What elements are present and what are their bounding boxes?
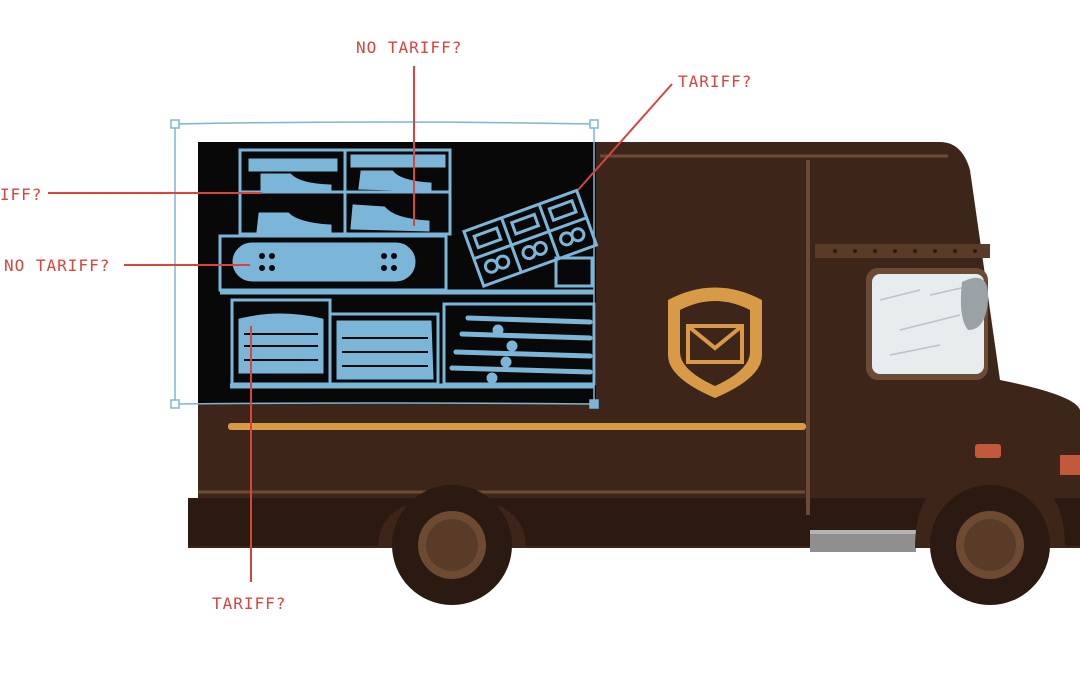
indicator-light bbox=[975, 444, 1001, 458]
rear-wheel bbox=[378, 485, 526, 605]
annotation-bottom: TARIFF? bbox=[212, 594, 287, 613]
sneaker-icon bbox=[256, 212, 332, 234]
skateboard-icon bbox=[453, 349, 593, 359]
envelope-shield-icon bbox=[668, 287, 762, 398]
sneaker-icon bbox=[350, 204, 430, 232]
wheels-box bbox=[461, 188, 599, 288]
front-wheel bbox=[915, 468, 1065, 605]
annotation-left-middle: NO TARIFF? bbox=[4, 256, 111, 275]
annotation-top-right: TARIFF? bbox=[678, 72, 753, 91]
gold-stripe bbox=[228, 423, 806, 430]
selection-box bbox=[170, 119, 599, 409]
annotation-left-upper: TARIFF? bbox=[0, 185, 43, 204]
cab-step bbox=[810, 530, 916, 552]
selection-handle bbox=[589, 399, 599, 409]
rivet-strip bbox=[815, 244, 990, 258]
annotation-top-center: NO TARIFF? bbox=[356, 38, 463, 57]
selection-handle bbox=[170, 399, 180, 409]
selection-handle bbox=[170, 119, 180, 129]
skateboard-icon bbox=[459, 331, 593, 341]
leader-lines bbox=[48, 66, 673, 582]
side-mirror bbox=[960, 277, 989, 330]
sneaker-icon bbox=[260, 173, 332, 194]
skateboard-icon bbox=[449, 365, 593, 375]
selection-handle bbox=[589, 119, 599, 129]
skateboard-icon bbox=[465, 315, 593, 325]
skateboard-icon bbox=[232, 242, 416, 282]
sneaker-icon bbox=[358, 170, 432, 192]
cargo-contents bbox=[218, 148, 599, 389]
